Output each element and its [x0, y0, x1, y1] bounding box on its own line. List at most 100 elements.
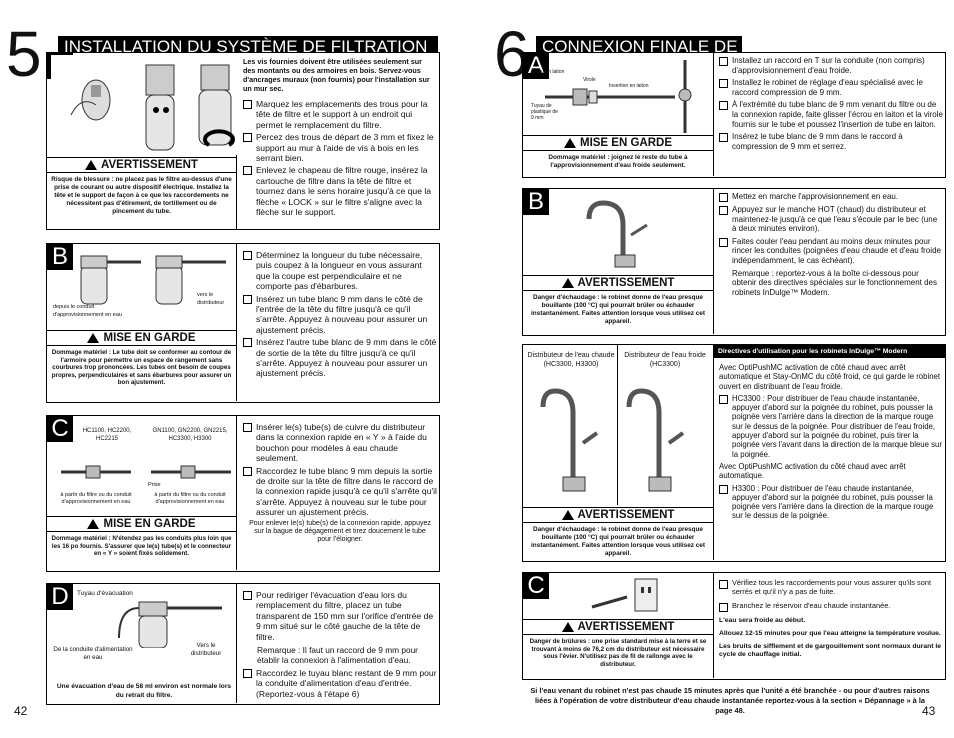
- step-6a-list: Installez un raccord en T sur la conduit…: [719, 56, 943, 151]
- warning-text: Danger de brûlures : une prise standard …: [529, 638, 707, 668]
- divider: [236, 416, 237, 570]
- outlet-svg: [591, 578, 658, 612]
- warning-text: Risque de blessure : ne placez pas le fi…: [51, 176, 232, 215]
- warning-title-bar: AVERTISSEMENT: [523, 275, 713, 291]
- checkbox[interactable]: [243, 338, 252, 348]
- modern-directions-title: Directives d'utilisation pour les robine…: [714, 345, 945, 358]
- checkbox[interactable]: [243, 251, 252, 260]
- step-text: Percez des trous de départ de 3 mm et fi…: [256, 132, 434, 164]
- step-5c-item-2: Raccordez le tube blanc 9 mm depuis la s…: [243, 466, 437, 518]
- checkbox[interactable]: [243, 294, 252, 304]
- caption-hot-distributor: Distributeur de l'eau chaude (HC3300, H3…: [527, 352, 615, 368]
- step-6c-item-1: Vérifiez tous les raccordements pour vou…: [719, 578, 943, 597]
- checkbox[interactable]: [243, 466, 252, 476]
- warning-icon: [561, 510, 574, 520]
- checkbox[interactable]: [243, 669, 252, 679]
- checkbox[interactable]: [719, 394, 728, 404]
- checkbox[interactable]: [719, 57, 728, 66]
- step-6a-item-2: Installez le robinet de réglage d'eau sp…: [719, 78, 943, 97]
- checkbox[interactable]: [719, 206, 728, 215]
- step-text: Déterminez la longueur du tube nécessair…: [256, 250, 423, 292]
- allow-minutes: Allouez 12-15 minutes pour que l'eau att…: [719, 630, 941, 638]
- checkbox[interactable]: [719, 237, 728, 247]
- step-6a-item-3: À l'extrémité du tube blanc de 9 mm vena…: [719, 100, 943, 129]
- letter-a: A: [523, 53, 549, 79]
- label-brass-nut: Écrou en laiton: [531, 69, 565, 75]
- compression-fitting-svg: [545, 60, 692, 133]
- compression-fitting-illustration: Écrou en laiton Virole Insertion en lait…: [525, 55, 713, 135]
- caution-text: Dommage matériel : Le tube doit se confo…: [51, 349, 232, 387]
- step-text: Installez le robinet de réglage d'eau sp…: [732, 78, 923, 97]
- caution-title: MISE EN GARDE: [103, 332, 196, 344]
- tube-cutting-svg: [80, 255, 226, 305]
- step-text: Pour rediriger l'évacuation d'eau lors d…: [256, 590, 434, 642]
- divider: [713, 189, 714, 334]
- step-5d-item-1: Pour rediriger l'évacuation d'eau lors d…: [243, 590, 437, 642]
- checkbox[interactable]: [243, 133, 252, 143]
- checkbox[interactable]: [719, 133, 728, 143]
- filter-mount-svg: [70, 64, 235, 151]
- cold-at-first: L'eau sera froide au début.: [719, 616, 806, 624]
- warning-icon: [87, 519, 100, 529]
- models-right: GN1100, GN2200, GN2215, HC3300, H3300: [152, 428, 228, 442]
- letter-c: C: [523, 573, 549, 599]
- modern-faucet-box: Distributeur de l'eau chaude (HC3300, H3…: [522, 344, 946, 562]
- checkbox[interactable]: [719, 79, 728, 89]
- caution-6a: MISE EN GARDE Dommage matériel : joignez…: [523, 135, 713, 173]
- checkbox[interactable]: [243, 423, 252, 432]
- step-text: Mettez en marche l'approvisionnement en …: [732, 192, 899, 201]
- letter-b: B: [523, 189, 549, 215]
- remove-tube-note: Pour enlever le(s) tube(s) de la connexi…: [249, 519, 431, 544]
- h3300-instructions: H3300 : Pour distribuer de l'eau chaude …: [719, 484, 943, 521]
- checkbox[interactable]: [719, 580, 728, 589]
- divider: [713, 573, 714, 678]
- step-text: Insérez le tube blanc de 9 mm dans le ra…: [732, 132, 903, 151]
- step-text: Insérez un tube blanc 9 mm dans le côté …: [256, 293, 428, 335]
- divider: [713, 53, 714, 176]
- warning-title-bar: AVERTISSEMENT: [523, 507, 713, 523]
- step-text: À l'extrémité du tube blanc de 9 mm vena…: [732, 100, 943, 129]
- step-5c-item-1: Insérer le(s) tube(s) de cuivre du distr…: [243, 422, 437, 464]
- checkbox[interactable]: [719, 101, 728, 111]
- step-text: Faites couler l'eau pendant au moins deu…: [732, 236, 941, 265]
- divider: [236, 584, 237, 703]
- checkbox[interactable]: [719, 484, 728, 494]
- warning-5a: AVERTISSEMENT Risque de blessure : ne pl…: [47, 157, 236, 219]
- step-6b-item-2: Appuyez sur le manche HOT (chaud) du dis…: [719, 205, 943, 234]
- faucet-flush-svg: [586, 200, 648, 268]
- step-6b-list: Mettez en marche l'approvisionnement en …: [719, 192, 943, 297]
- label-drain-tube: Tuyau d'évacuation: [77, 590, 133, 597]
- label-from-filter-left: à partir du filtre ou du conduit d'appro…: [60, 492, 132, 505]
- label-to-distributor: vers le distributeur: [197, 292, 225, 306]
- step-5b-item-1: Déterminez la longueur du tube nécessair…: [243, 250, 437, 292]
- step-5d-box: D Tuyau d'évacuation De la conduite d'al…: [46, 583, 440, 705]
- hc3300-instructions: HC3300 : Pour distribuer de l'eau chaude…: [719, 394, 943, 459]
- label-from-filter-right: à partir du filtre ou du conduit d'appro…: [154, 492, 226, 505]
- checkbox[interactable]: [243, 591, 252, 600]
- checkbox[interactable]: [719, 602, 728, 612]
- checkbox[interactable]: [243, 166, 252, 176]
- caution-title: MISE EN GARDE: [103, 518, 196, 530]
- caution-text: Dommage matériel : N'étendez pas les con…: [51, 535, 232, 558]
- letter-c: C: [47, 416, 73, 442]
- step-6b-item-1: Mettez en marche l'approvisionnement en …: [719, 192, 943, 202]
- warning-title: AVERTISSEMENT: [577, 509, 675, 521]
- caution-title-bar: MISE EN GARDE: [47, 330, 236, 346]
- warning-text: Danger d'échaudage : le robinet donne de…: [530, 294, 705, 325]
- label-to-distributor: Vers le distributeur: [190, 642, 222, 657]
- remark-indulge: Remarque : reportez-vous à la boîte ci-d…: [732, 268, 937, 297]
- remark-fitting: Remarque : Il faut un raccord de 9 mm po…: [257, 645, 418, 666]
- step-text: Appuyez sur le manche HOT (chaud) du dis…: [732, 205, 938, 234]
- caution-title-bar: MISE EN GARDE: [523, 135, 713, 151]
- step-5d-item-2: Raccordez le tuyau blanc restant de 9 mm…: [243, 668, 437, 699]
- outlet-illustration: [587, 577, 697, 617]
- step-5a-box: A Les vis fournies doivent être utilisée…: [46, 52, 440, 230]
- caution-title: MISE EN GARDE: [579, 137, 672, 149]
- checkbox[interactable]: [243, 100, 252, 109]
- checkbox[interactable]: [719, 193, 728, 202]
- step-5a-list: Marquez les emplacements des trous pour …: [243, 99, 437, 217]
- step-text: Vérifiez tous les raccordements pour vou…: [732, 578, 931, 596]
- step-text: HC3300 : Pour distribuer de l'eau chaude…: [732, 393, 942, 459]
- step-6c-item-2: Branchez le réservoir d'eau chaude insta…: [719, 601, 943, 612]
- label-from-conduit: depuis le conduit d'approvisionnement en…: [53, 304, 122, 318]
